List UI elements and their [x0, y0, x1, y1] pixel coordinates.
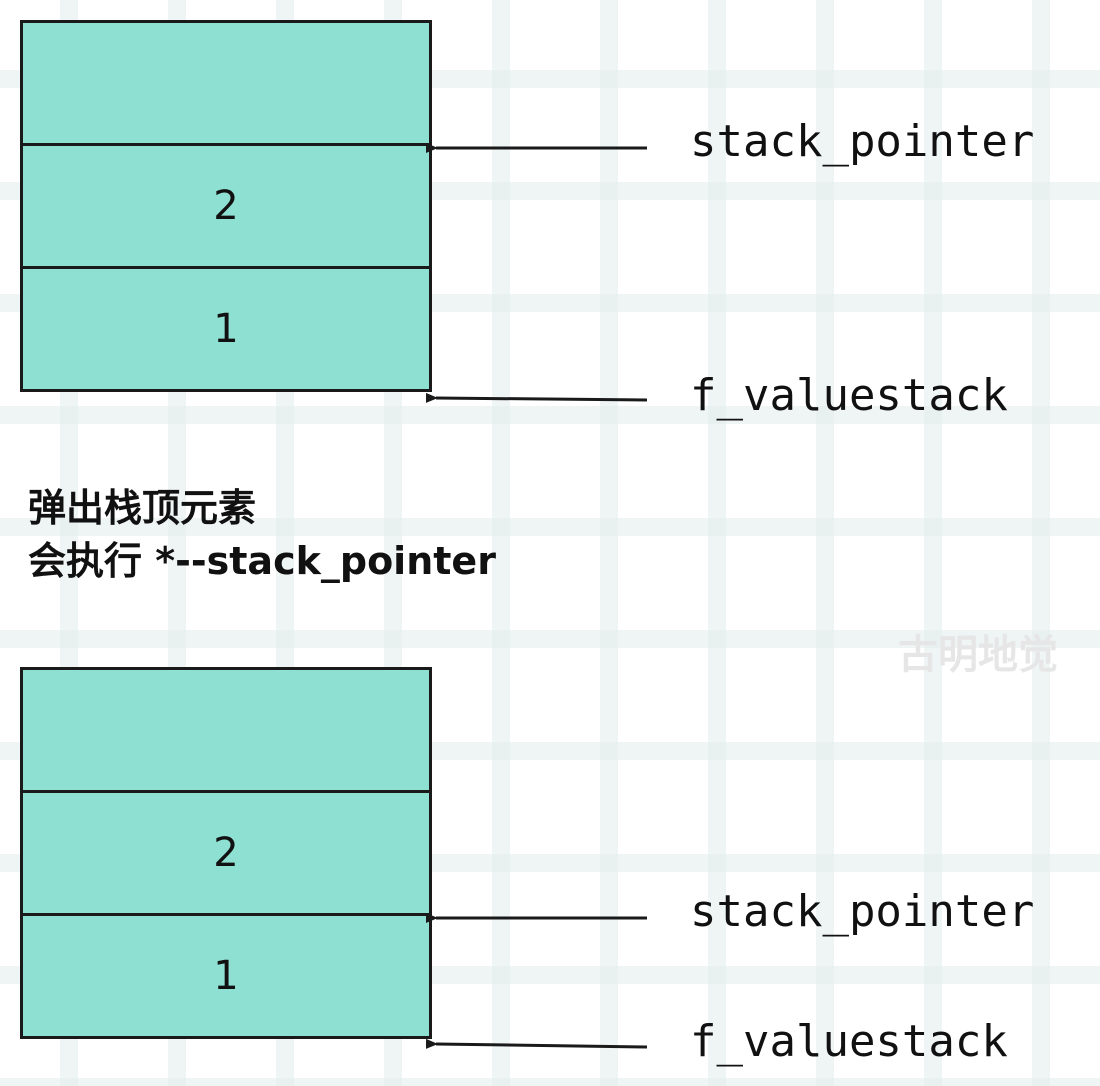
- stack-diagram-top: 2 1: [20, 20, 432, 392]
- arrow-f-valuestack-top: [425, 392, 648, 403]
- label-f-valuestack-bottom: f_valuestack: [690, 1016, 1008, 1067]
- caption-line-1: 弹出栈顶元素: [28, 486, 257, 530]
- watermark: 古明地觉: [898, 632, 1058, 678]
- stack-cell-value-1: 1: [20, 913, 432, 1039]
- stack-cell-value-2: 2: [20, 143, 432, 269]
- label-f-valuestack-top: f_valuestack: [690, 370, 1008, 421]
- stack-cell-value-2: 2: [20, 790, 432, 916]
- stack-cell-empty: [20, 20, 432, 146]
- stack-cell-value-1: 1: [20, 266, 432, 392]
- stack-diagram-bottom: 2 1: [20, 667, 432, 1039]
- caption-line-2: 会执行 *--stack_pointer: [28, 539, 496, 583]
- caption: 弹出栈顶元素 会执行 *--stack_pointer: [28, 482, 496, 588]
- label-stack-pointer-bottom: stack_pointer: [690, 886, 1035, 937]
- arrow-f-valuestack-bottom: [425, 1038, 648, 1049]
- label-stack-pointer-top: stack_pointer: [690, 116, 1035, 167]
